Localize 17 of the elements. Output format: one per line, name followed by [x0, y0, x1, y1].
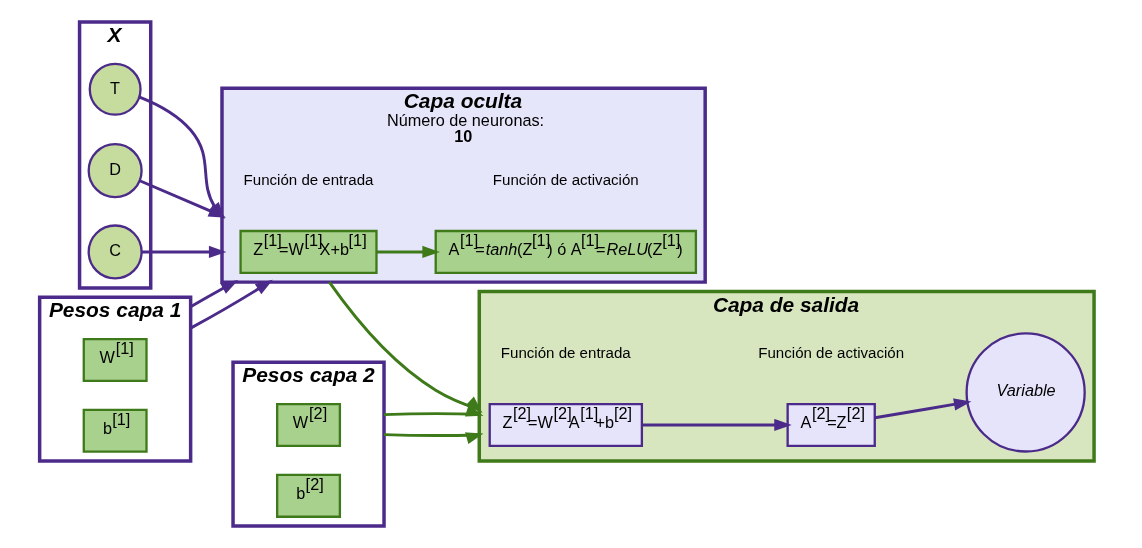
node-circle: T [88, 62, 142, 116]
arrow [383, 404, 483, 417]
node-circle: C [87, 224, 143, 280]
node-label: Función de entrada [243, 171, 373, 189]
arrow [189, 279, 273, 330]
node-label: Función de activación [757, 344, 904, 362]
arrow [189, 280, 238, 309]
node-label: Función de entrada [500, 344, 631, 362]
arrow [141, 245, 226, 259]
arrow [376, 245, 440, 259]
arrow [641, 418, 792, 432]
arrow [327, 281, 482, 413]
node-circle: Variable [964, 332, 1086, 453]
node-label: Función de activación [492, 171, 639, 189]
arrow [874, 398, 971, 420]
node-circle: D [87, 143, 143, 199]
arrow [383, 432, 483, 445]
